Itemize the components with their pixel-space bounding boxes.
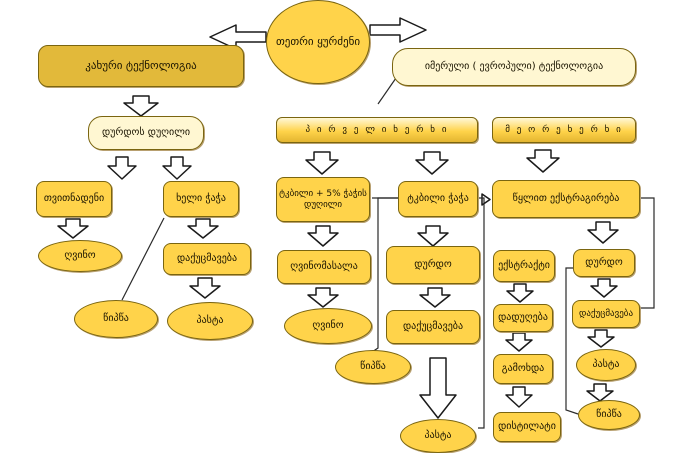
node-tkbili-tchacha[interactable]: ტკბილი ჭაჭა (398, 181, 478, 217)
node-dakuchmaveba-mid[interactable]: დაქუცმავება (386, 310, 480, 344)
arrow-down-pirveli-right (415, 151, 449, 175)
node-pasta-left[interactable]: პასტა (167, 302, 253, 340)
line-tkbilitchacha-to-pasta (477, 197, 485, 429)
node-ghvinomasala[interactable]: ღვინომასალა (277, 250, 371, 284)
arrow-down-durdos-right (162, 156, 192, 180)
node-durdos-duglili[interactable]: დურდოს დუღილი (88, 116, 204, 150)
arrow-down-ghvinomasala (307, 287, 339, 308)
arrow-down-kheli (187, 218, 219, 239)
node-tsipta-mid[interactable]: წიპწა (335, 350, 411, 384)
arrow-down-durdo-right (590, 278, 618, 298)
node-kakhuri-technology[interactable]: კახური ტექნოლოგია (38, 45, 244, 87)
node-kheli-tchacha[interactable]: ხელი ჭაჭა (163, 181, 239, 217)
node-durdo-right[interactable]: დურდო (573, 249, 635, 277)
arrow-down-big-pasta (419, 357, 457, 419)
node-tkbili-5-percent[interactable]: ტკბილი + 5% ჭაჭის დუღილი (276, 177, 370, 222)
node-dadughva[interactable]: დადუღება (493, 304, 553, 332)
arrow-down-durdos-left (107, 156, 137, 180)
arrow-left-to-kakhuri (209, 24, 267, 50)
node-pasta-right[interactable]: პასტა (576, 349, 636, 381)
arrow-down-kakhuri (123, 95, 159, 117)
node-center-white-grape[interactable]: თეთრი ყურძენი (266, 0, 370, 84)
node-gamokhda[interactable]: გამოხდა (493, 354, 553, 384)
arrow-down-gamokhda (505, 386, 533, 408)
line-durdo-right-to-tsipta (565, 267, 579, 415)
node-pasta-bottom[interactable]: პასტა (400, 419, 476, 453)
node-ghvino-mid[interactable]: ღვინო (284, 308, 372, 344)
node-dakuchmaveba-right[interactable]: დაქუცმავება (572, 300, 640, 328)
line-imeruli-to-pirveli (377, 77, 397, 105)
arrow-down-durdo-mid (419, 287, 451, 308)
arrow-down-tkbilitchacha (417, 225, 449, 247)
node-durdo-mid[interactable]: დურდო (386, 246, 480, 284)
arrow-down-meore (526, 149, 560, 173)
arrow-down-tkbili5 (307, 225, 339, 247)
arrow-down-pasta-right (586, 383, 614, 402)
arrow-down-dakuch-right (587, 329, 615, 348)
node-imeruli-technology[interactable]: იმერული ( ევროპული) ტექნოლოგია (392, 48, 636, 86)
arrow-right-to-imeruli (369, 17, 427, 43)
node-distilati[interactable]: დისტილატი (493, 412, 561, 442)
line-tskhlit-to-tsipta (640, 197, 655, 309)
arrow-down-dakuch-left (189, 277, 221, 299)
arrow-right-to-tskhlit (481, 193, 491, 206)
node-tsipta-right[interactable]: წიპწა (578, 400, 640, 430)
node-ghvino-left[interactable]: ღვინო (38, 240, 122, 272)
arrow-down-tvitnadeni (57, 218, 89, 239)
node-pirveli-kerkhi[interactable]: პ ი რ ვ ე ლ ი ხ ე რ ხ ი (276, 117, 478, 143)
arrow-down-dadughva (505, 332, 533, 352)
node-eqstrakti[interactable]: ექსტრაქტი (493, 250, 555, 282)
arrow-down-tskhlit-right (587, 221, 619, 244)
line-kheli-to-tsipta (121, 217, 165, 301)
node-meore-kerkhi[interactable]: მ ე ო რ ე ხ ე რ ხ ი (492, 117, 636, 143)
node-dakuchmaveba-left[interactable]: დაქუცმავება (163, 243, 251, 275)
arrow-down-pirveli-left (305, 151, 339, 175)
node-tskhlit-eqstragireba[interactable]: წყლით ექსტრაგირება (492, 180, 640, 218)
node-tvitnadeni[interactable]: თვითნადენი (36, 181, 112, 217)
node-tsipta-left[interactable]: წიპწა (74, 300, 158, 338)
arrow-down-eqstrakti (506, 283, 534, 303)
